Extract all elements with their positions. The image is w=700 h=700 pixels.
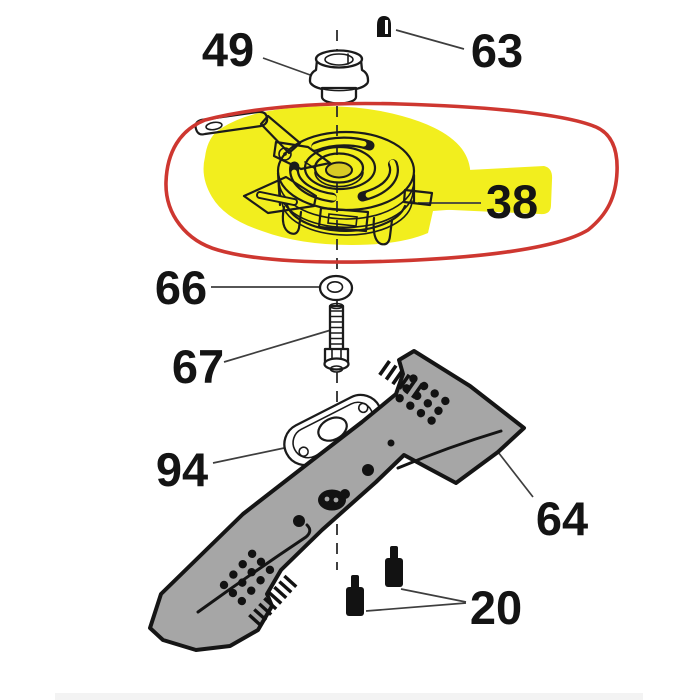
blade-center-hole-dot-1 xyxy=(324,496,330,502)
callout-64: 64 xyxy=(536,492,588,545)
leader-line-63 xyxy=(395,29,465,50)
clutch-prong-right xyxy=(372,216,394,246)
part-38-clutch xyxy=(194,110,434,246)
screw-right xyxy=(385,546,403,587)
part-64-blade xyxy=(148,349,526,652)
leader-line-64 xyxy=(497,451,534,498)
callout-94: 94 xyxy=(156,443,208,496)
callout-20: 20 xyxy=(470,581,522,634)
adapter-hole-left xyxy=(298,446,309,457)
screw-left-body xyxy=(346,587,364,616)
clutch-slot-inner xyxy=(258,193,296,204)
blade-center-hole-dot-2 xyxy=(333,497,339,503)
part-63-cap xyxy=(377,16,391,37)
clutch-right-tab xyxy=(402,188,434,207)
blade-hole-1 xyxy=(293,515,305,527)
blade-serration-lower xyxy=(248,574,298,627)
screw-left-shaft xyxy=(351,575,359,589)
clutch-bracket-slot xyxy=(327,213,358,227)
clutch-slots-inner xyxy=(291,138,397,202)
bolt-threads xyxy=(330,310,343,345)
highlight-band-38 xyxy=(430,166,553,215)
annotation-circle xyxy=(164,101,619,264)
adapter-hole-right xyxy=(357,402,369,414)
washer-outer xyxy=(318,274,354,302)
clutch-hub-wall xyxy=(314,171,364,188)
screw-right-shaft xyxy=(390,546,398,560)
part-20-screws xyxy=(346,546,403,616)
footer-bar xyxy=(55,693,643,700)
callout-66: 66 xyxy=(155,261,207,314)
bushing-bore xyxy=(324,53,354,66)
adapter-center-hole xyxy=(317,416,348,442)
leader-line-49 xyxy=(262,57,314,77)
screw-left xyxy=(346,575,364,616)
callout-49: 49 xyxy=(202,23,254,76)
clutch-bracket xyxy=(317,206,370,233)
washer-hole xyxy=(326,280,344,293)
leader-line-67 xyxy=(223,329,332,363)
clutch-ring xyxy=(303,145,377,191)
blade-center-hole-lobe xyxy=(340,489,350,499)
clutch-pivot xyxy=(278,147,292,161)
screw-right-body xyxy=(385,558,403,587)
part-49-bushing xyxy=(308,49,370,105)
part-67-bolt xyxy=(323,302,350,373)
leader-line-20b xyxy=(365,602,467,612)
callout-labels: 49 63 38 66 67 94 64 20 xyxy=(155,23,588,634)
clutch-base-flange xyxy=(285,203,407,232)
part-66-washer xyxy=(318,274,354,302)
blade-center-hole xyxy=(318,489,346,511)
blade-crease-upper xyxy=(396,429,503,470)
part-94-adapter xyxy=(283,393,383,467)
cap-highlight xyxy=(385,20,388,34)
leader-line-20a xyxy=(400,588,467,603)
leader-line-94 xyxy=(212,446,290,464)
callout-38: 38 xyxy=(486,175,538,228)
clutch-wedge-plate xyxy=(242,175,318,215)
clutch-center-hole xyxy=(325,161,353,179)
blade-vent-dots-lower xyxy=(219,549,275,606)
bushing-flange-arc xyxy=(311,83,367,92)
callout-67: 67 xyxy=(172,340,224,393)
bolt-tip xyxy=(329,302,344,310)
leader-lines xyxy=(211,29,534,612)
clutch-groove-3 xyxy=(281,199,413,236)
blade-crease-lower xyxy=(196,523,312,614)
bolt-flange xyxy=(323,357,350,371)
clutch-hub xyxy=(313,152,365,184)
clutch-lever-slot xyxy=(205,121,223,131)
cap-dome xyxy=(377,16,391,37)
callout-63: 63 xyxy=(471,24,523,77)
blade-serration-upper xyxy=(378,360,424,399)
bolt-flange-nub xyxy=(329,365,344,373)
blade-hole-3 xyxy=(387,439,395,447)
blade-hole-2 xyxy=(362,464,374,476)
clutch-prong-left xyxy=(281,205,303,235)
